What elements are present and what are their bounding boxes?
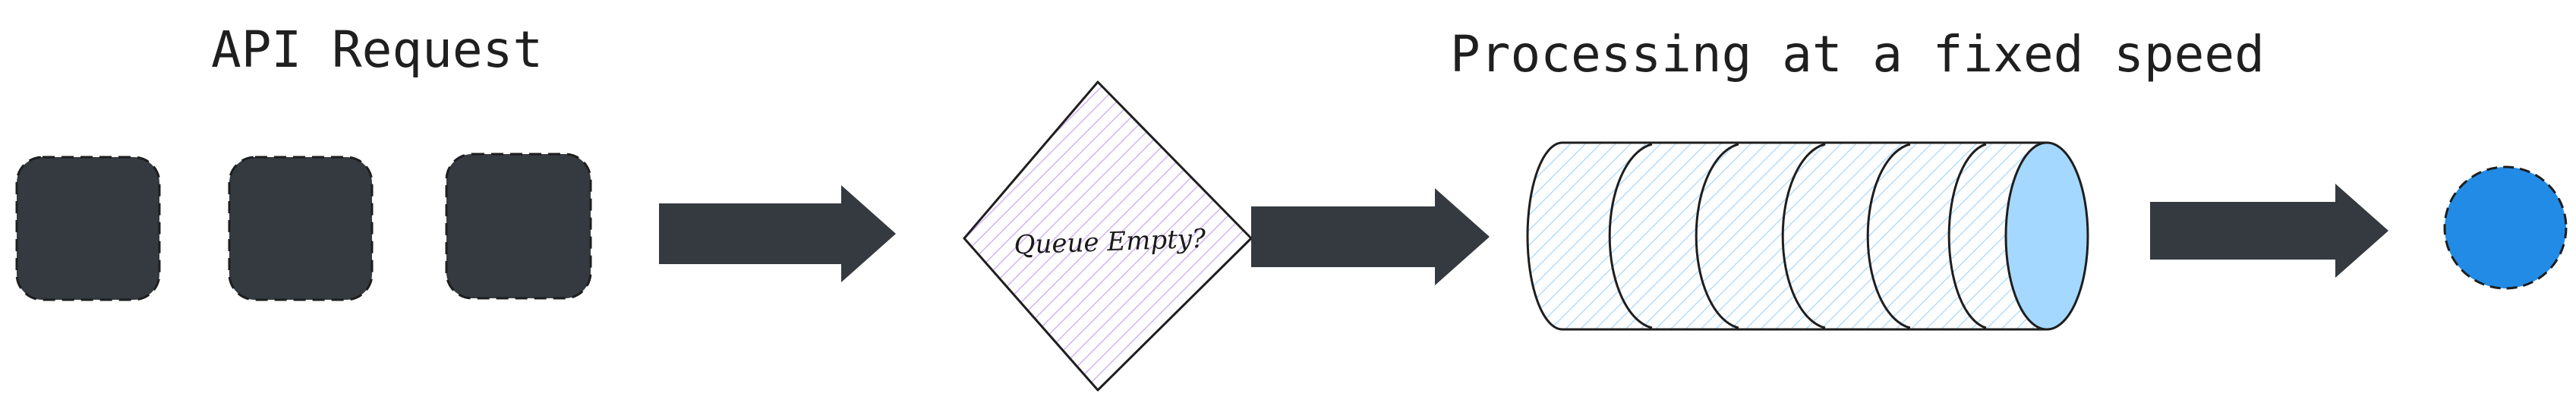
flow-arrow-1 bbox=[659, 185, 896, 282]
cylinder-segment bbox=[1947, 143, 1987, 329]
queue-empty-label: Queue Empty? bbox=[1014, 224, 1207, 261]
request-block bbox=[15, 156, 161, 301]
processing-title: Processing at a fixed speed bbox=[1450, 25, 2265, 83]
decision-diamond bbox=[963, 80, 1253, 392]
flow-arrow-3 bbox=[2150, 184, 2388, 278]
cylinder-segment bbox=[1695, 143, 1739, 329]
flow-arrow-2 bbox=[1251, 188, 1490, 285]
output-dot bbox=[2443, 165, 2568, 290]
cylinder-segment bbox=[1781, 143, 1826, 329]
cylinder-body bbox=[1526, 141, 2048, 331]
cylinder-segment bbox=[1608, 143, 1653, 329]
api-request-title: API Request bbox=[211, 20, 543, 79]
request-block bbox=[445, 153, 592, 300]
request-block bbox=[228, 156, 374, 301]
request-blocks bbox=[15, 153, 592, 301]
cylinder-cap bbox=[2004, 141, 2089, 331]
processing-cylinder bbox=[1526, 141, 2089, 331]
queue-decision: Queue Empty? bbox=[963, 80, 1253, 392]
cylinder-segment bbox=[1866, 143, 1911, 329]
